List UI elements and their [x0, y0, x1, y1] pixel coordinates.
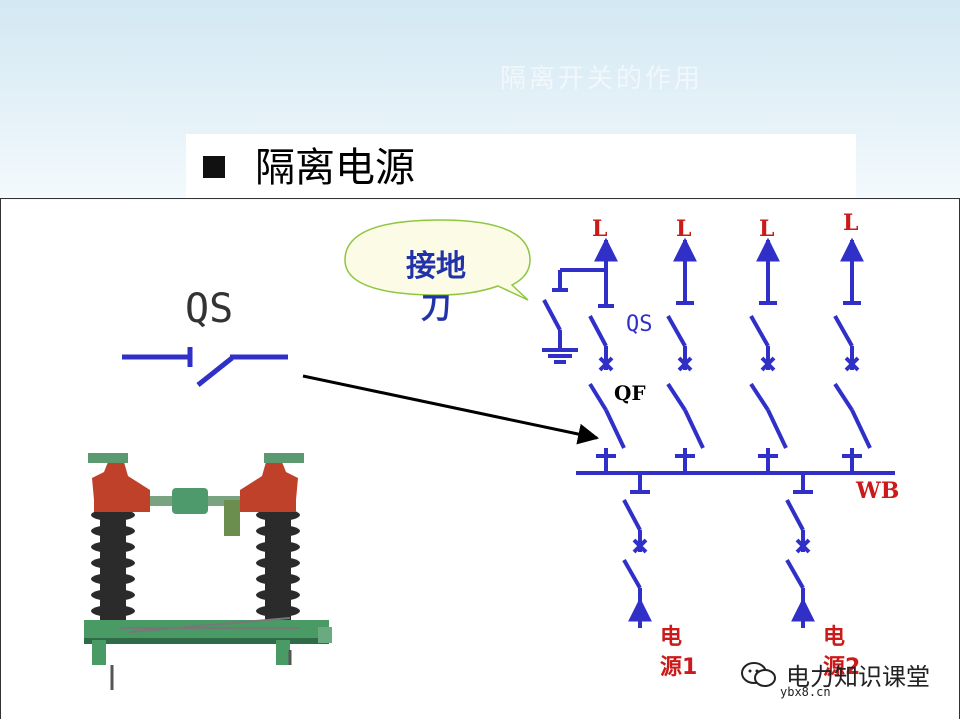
feeder-4	[833, 237, 872, 473]
watermark-url: ybx8.cn	[780, 685, 831, 699]
terminal-right	[264, 453, 304, 463]
qs-label: QS	[626, 312, 653, 337]
disconnector-illustration	[84, 453, 332, 690]
source-2-label-line2: 源2	[823, 655, 860, 680]
circuit-diagram	[542, 237, 895, 628]
watermark-title: 电力知识课堂	[786, 663, 930, 691]
callout-text-line2: 刀	[421, 291, 451, 326]
section-title-box	[186, 134, 856, 198]
line-label-2: L	[676, 216, 691, 242]
qs-symbol-label: QS	[185, 286, 233, 332]
wechat-icon	[741, 662, 776, 687]
base-end-plate	[318, 627, 332, 643]
feeder-3	[749, 237, 788, 473]
head-left	[92, 462, 150, 512]
watermark: 电力知识课堂 ybx8.cn	[740, 655, 950, 701]
busbar-label: WB	[855, 478, 899, 504]
callout-text-line1: 接地	[406, 249, 466, 284]
operating-rod-diagonal	[129, 617, 291, 633]
line-label-3: L	[759, 216, 774, 242]
qs-symbol: QS	[122, 286, 288, 387]
terminal-left	[88, 453, 128, 463]
line-label-1: L	[592, 216, 607, 242]
insulator-left	[91, 505, 135, 620]
callout-bubble	[344, 219, 531, 301]
pointer-arrow	[302, 374, 600, 445]
arm-coupler	[172, 488, 208, 514]
source-2-label-line1: 电	[823, 625, 845, 650]
base-frame-shadow	[84, 638, 329, 644]
feeder-1	[542, 237, 626, 473]
qs-blade	[196, 356, 234, 387]
arm-linkage	[224, 500, 240, 536]
head-right	[240, 462, 298, 512]
feeder-2	[666, 237, 705, 473]
source-1-branch	[622, 473, 652, 628]
section-title: 隔离电源	[255, 145, 415, 191]
source-2-branch	[785, 473, 815, 628]
square-bullet-icon	[203, 156, 225, 178]
source-1-label-line2: 源1	[660, 655, 697, 680]
source-1-label-line1: 电	[660, 625, 682, 650]
insulator-right	[256, 505, 300, 620]
base-foot-left	[92, 640, 106, 665]
base-foot-right	[276, 640, 290, 665]
faded-slide-title: 隔离开关的作用	[500, 64, 704, 94]
grounding-knife-callout: 接地 刀	[344, 219, 531, 326]
base-frame	[84, 620, 329, 640]
qf-label: QF	[614, 381, 646, 405]
line-label-4: L	[843, 210, 858, 236]
